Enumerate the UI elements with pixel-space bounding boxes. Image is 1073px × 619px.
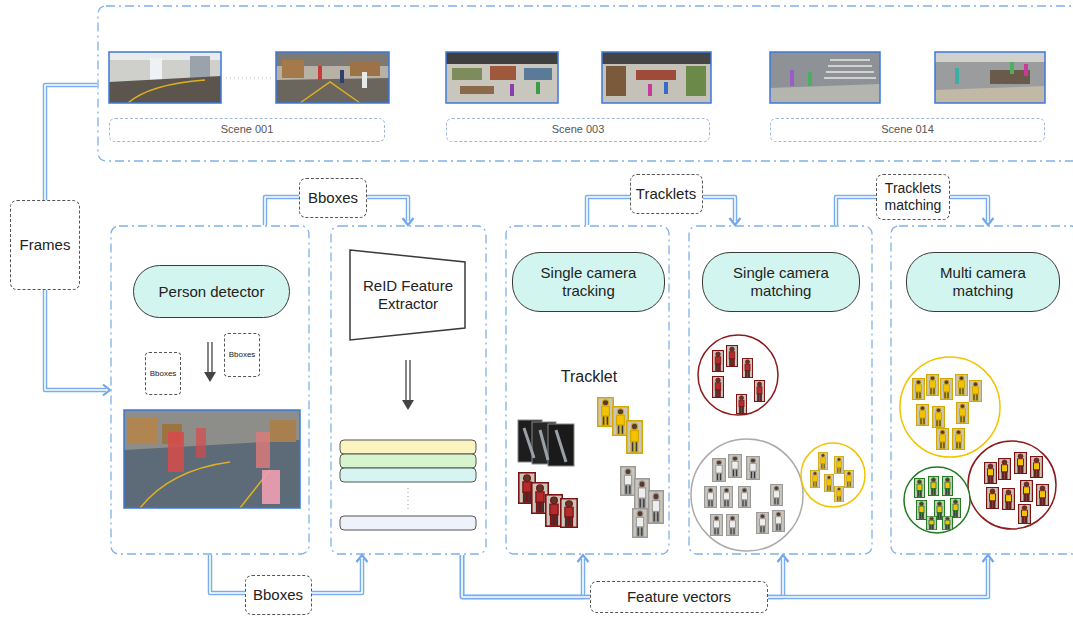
detector-image	[124, 410, 300, 508]
panel-outline	[330, 225, 487, 555]
scene-image	[935, 52, 1045, 103]
edge-label: Bboxes	[299, 178, 367, 218]
stage-panel: Single camera trackingTracklet	[505, 225, 670, 555]
edge-label: Feature vectors	[590, 581, 768, 613]
edge-label: Frames	[10, 200, 80, 290]
extractor-trapezoid	[350, 250, 465, 340]
stage-panel: Multi camera matching	[890, 225, 1073, 555]
panel-border	[111, 226, 309, 554]
stage-panel: ReID Feature Extractor	[330, 225, 487, 555]
stage-title: ReID Feature Extractor	[352, 255, 464, 335]
scenes-panel: Scene 001 Scene 003 Scene 014	[97, 5, 1073, 162]
panel-border	[891, 226, 1073, 554]
scene-image	[602, 52, 711, 103]
bbox-tag: Bboxes	[224, 333, 260, 377]
scene-label: Scene 003	[446, 118, 710, 142]
edge-label: Bboxes	[245, 575, 312, 615]
stage-title: Single camera matching	[702, 252, 860, 312]
scene-label: Scene 014	[770, 118, 1045, 142]
flow-connector	[462, 555, 583, 597]
stage-panel: Person detector	[110, 225, 310, 555]
scene-image	[446, 52, 558, 103]
stage-panel: Single camera matching	[688, 225, 873, 555]
scene-label: Scene 001	[109, 118, 385, 142]
scene-image	[109, 52, 221, 103]
connector-line	[462, 555, 583, 597]
bbox-tag: Bboxes	[145, 352, 181, 395]
panel-border	[689, 226, 872, 554]
panel-border	[506, 226, 669, 554]
edge-label: Tracklets	[630, 174, 703, 214]
stage-title: Person detector	[133, 265, 290, 318]
panel-border	[331, 226, 486, 554]
feature-stack	[340, 440, 476, 530]
connector-line	[462, 555, 583, 597]
stage-title: Multi camera matching	[906, 252, 1060, 312]
panel-border	[98, 6, 1073, 161]
scene-image	[276, 52, 389, 103]
extractor-arrow	[402, 360, 414, 410]
detector-arrow	[204, 342, 216, 382]
scene-image	[770, 52, 880, 103]
edge-label: Tracklets matching	[876, 174, 950, 220]
tracklet-crops	[518, 398, 663, 538]
stage-title: Single camera tracking	[512, 252, 665, 312]
cluster-circles	[691, 335, 865, 551]
section-label: Tracklet	[553, 366, 625, 388]
cluster-circles	[900, 357, 1056, 533]
